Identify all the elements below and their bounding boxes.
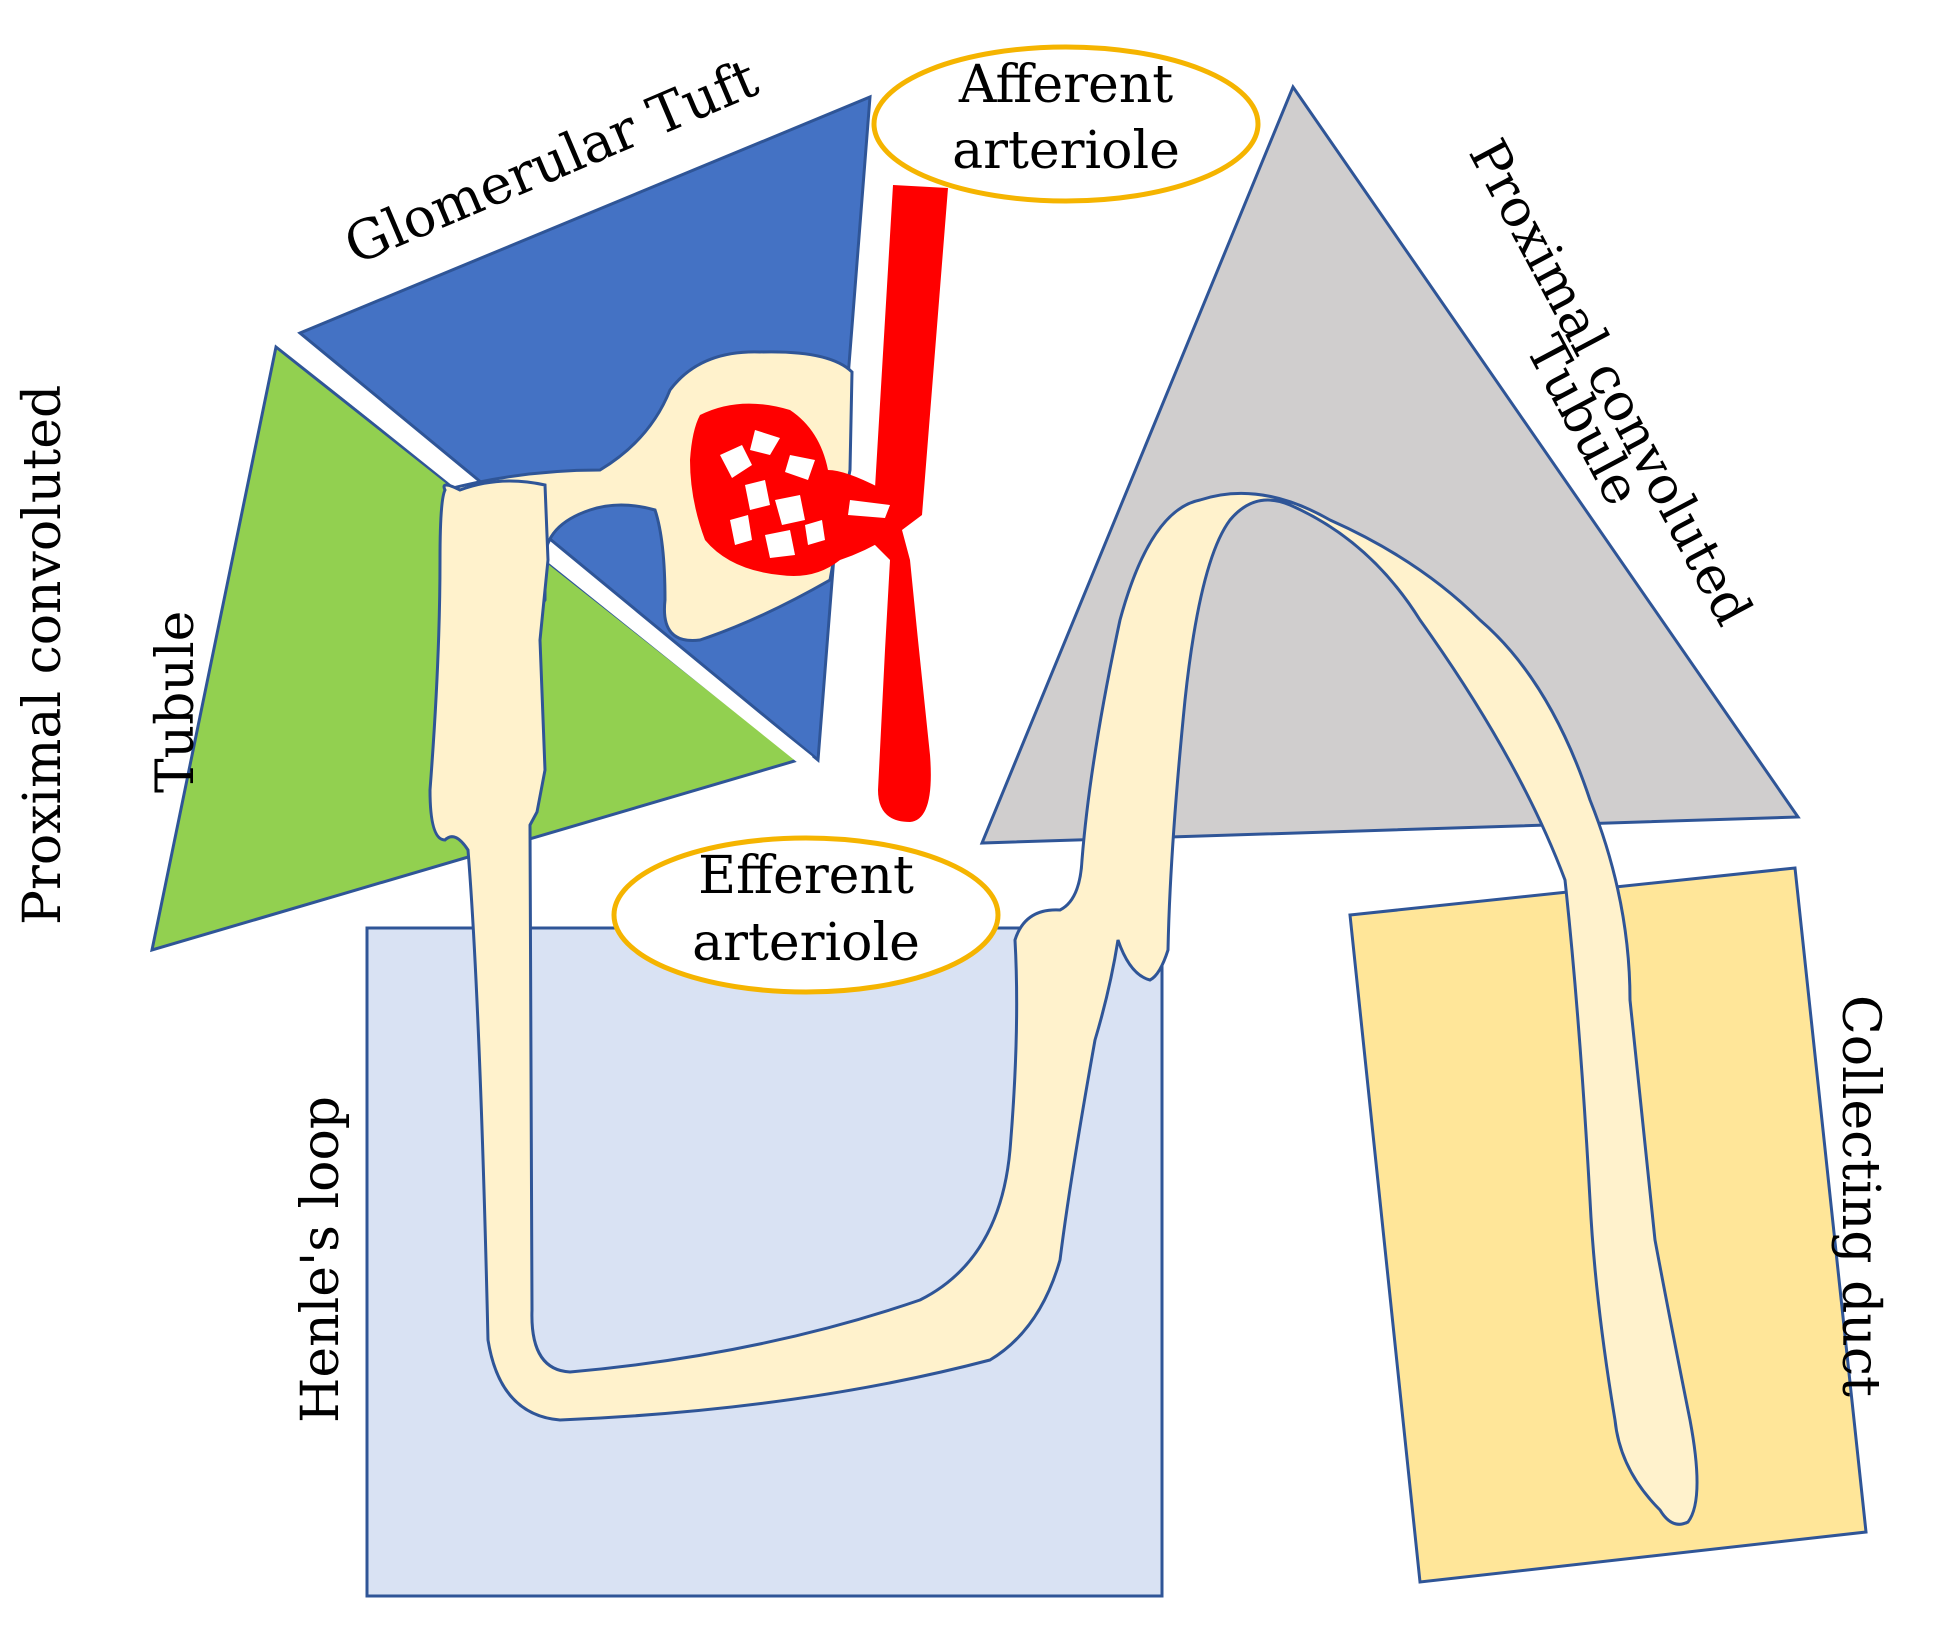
region-divider [287,342,813,768]
afferent-label-line1: Afferent [958,55,1173,115]
efferent-bubble [611,835,1001,995]
pct-left-label-line1: Proximal convoluted [13,385,73,925]
collecting-duct-label: Collecting duct [1830,995,1890,1397]
renal-tubule [428,479,1699,1526]
glomerulus-holes [720,430,890,558]
pct-left-label-line2: Tubule [146,611,206,793]
henle-loop-label: Henle's loop [291,1096,351,1423]
afferent-label-line2: arteriole [952,121,1180,181]
efferent-label-line2: arteriole [692,913,920,973]
efferent-label-line1: Efferent [698,846,914,906]
afferent-bubble [871,44,1261,204]
